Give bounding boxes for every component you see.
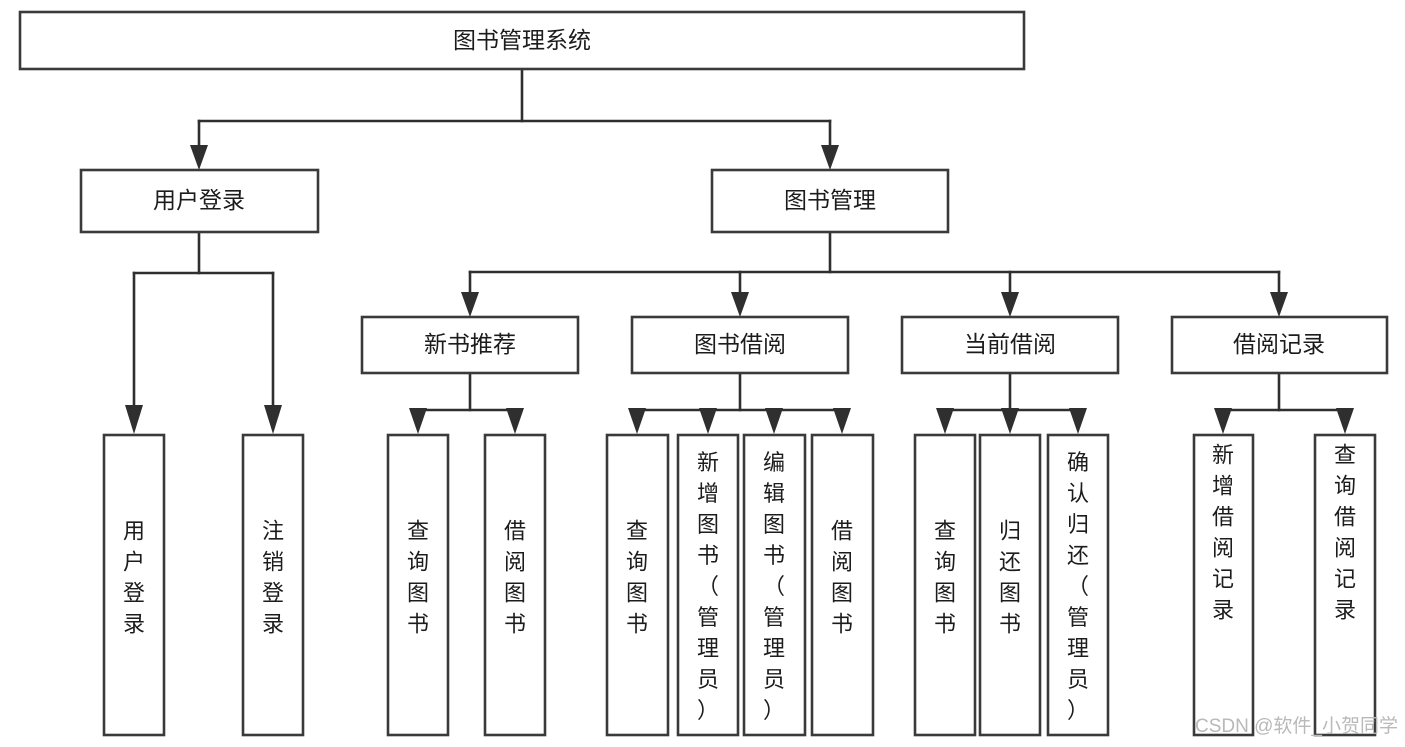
node-leaf-query-record[interactable]: 查询借阅记录 (1313, 433, 1377, 737)
node-book-management-box[interactable] (710, 168, 950, 234)
node-leaf-query-book-borrow[interactable]: 查询图书 (605, 433, 670, 737)
node-leaf-confirm-return-box[interactable] (1046, 433, 1110, 737)
node-user-login-box[interactable] (79, 168, 320, 234)
arrow-head-leaf-borrow-book-rec (506, 408, 524, 434)
node-new-book-recommend-label: 新书推荐 (424, 331, 516, 357)
node-leaf-query-book-current[interactable]: 查询图书 (913, 433, 977, 737)
node-leaf-edit-book[interactable]: 编辑图书（管理员） (742, 433, 807, 737)
arrow-head-book-management (821, 145, 839, 170)
node-leaf-edit-book-box[interactable] (742, 433, 807, 737)
node-leaf-add-record-box[interactable] (1192, 433, 1255, 737)
node-leaf-query-book-current-box[interactable] (913, 433, 977, 737)
node-leaf-query-book-rec-label: 查询图书 (407, 519, 429, 637)
arrow-head-leaf-query-record (1336, 408, 1354, 434)
node-new-book-recommend-box[interactable] (360, 315, 580, 375)
node-leaf-borrow-book-label: 借阅图书 (831, 519, 853, 637)
node-leaf-borrow-book[interactable]: 借阅图书 (810, 433, 875, 737)
arrow-head-leaf-logout (264, 405, 282, 434)
node-leaf-user-login[interactable]: 用户登录 (102, 433, 166, 737)
node-current-borrow[interactable]: 当前借阅 (900, 315, 1120, 375)
node-leaf-user-login-label: 用户登录 (123, 519, 145, 637)
node-leaf-query-book-rec[interactable]: 查询图书 (386, 433, 450, 737)
node-user-login-label: 用户登录 (153, 187, 245, 213)
arrow-head-leaf-query-book-borrow (628, 408, 646, 434)
arrow-head-leaf-add-book (699, 408, 717, 434)
node-leaf-query-book-borrow-box[interactable] (605, 433, 670, 737)
node-borrow-records-box[interactable] (1170, 315, 1389, 375)
arrow-head-leaf-return-book (1001, 408, 1019, 434)
node-leaf-logout-label: 注销登录 (262, 519, 284, 637)
connector-layer (125, 67, 1354, 434)
arrow-head-borrow-records (1270, 292, 1288, 317)
node-leaf-logout[interactable]: 注销登录 (241, 433, 305, 737)
node-leaf-edit-book-label: 编辑图书（管理员） (763, 450, 785, 723)
node-leaf-add-record[interactable]: 新增借阅记录 (1192, 433, 1255, 737)
node-user-login[interactable]: 用户登录 (79, 168, 320, 234)
node-leaf-query-book-current-label: 查询图书 (934, 519, 956, 637)
arrow-head-user-login (190, 145, 208, 170)
node-book-management-label: 图书管理 (784, 187, 876, 213)
arrow-head-leaf-edit-book (765, 408, 783, 434)
node-leaf-add-book[interactable]: 新增图书（管理员） (676, 433, 740, 737)
arrow-head-leaf-borrow-book (833, 408, 851, 434)
node-leaf-borrow-book-box[interactable] (810, 433, 875, 737)
node-new-book-recommend[interactable]: 新书推荐 (360, 315, 580, 375)
node-leaf-query-record-label: 查询借阅记录 (1334, 443, 1356, 623)
arrow-head-leaf-confirm-return (1069, 408, 1087, 434)
node-leaf-return-book-label: 归还图书 (999, 519, 1021, 637)
node-book-management[interactable]: 图书管理 (710, 168, 950, 234)
node-leaf-confirm-return[interactable]: 确认归还（管理员） (1046, 433, 1110, 737)
node-root[interactable]: 图书管理系统 (18, 10, 1026, 71)
node-leaf-confirm-return-label: 确认归还（管理员） (1067, 450, 1089, 723)
node-leaf-query-book-rec-box[interactable] (386, 433, 450, 737)
arrow-head-leaf-query-book-rec (409, 408, 427, 434)
csdn-watermark: CSDN @软件_小贺同学 (1195, 715, 1398, 737)
node-book-borrow-box[interactable] (630, 315, 850, 375)
node-current-borrow-box[interactable] (900, 315, 1120, 375)
arrow-head-current-borrow (1001, 292, 1019, 317)
node-leaf-add-book-box[interactable] (676, 433, 740, 737)
arrow-head-leaf-query-book-current (936, 408, 954, 434)
node-leaf-logout-box[interactable] (241, 433, 305, 737)
node-leaf-borrow-book-rec-box[interactable] (483, 433, 547, 737)
node-leaf-borrow-book-rec[interactable]: 借阅图书 (483, 433, 547, 737)
node-leaf-query-book-borrow-label: 查询图书 (626, 519, 648, 637)
arrow-head-book-borrow (731, 292, 749, 317)
node-leaf-query-record-box[interactable] (1313, 433, 1377, 737)
arrow-head-new-book-recommend (461, 292, 479, 317)
node-layer: 图书管理系统 用户登录 图书管理 新书推荐 图书借阅 当前借阅 借阅记录 (18, 10, 1389, 737)
node-leaf-borrow-book-rec-label: 借阅图书 (504, 519, 526, 637)
node-leaf-return-book-box[interactable] (978, 433, 1042, 737)
node-leaf-add-record-label: 新增借阅记录 (1212, 443, 1234, 623)
node-root-label: 图书管理系统 (453, 27, 591, 53)
arrow-head-leaf-add-record (1214, 408, 1232, 434)
node-book-borrow-label: 图书借阅 (694, 331, 786, 357)
node-leaf-return-book[interactable]: 归还图书 (978, 433, 1042, 737)
node-current-borrow-label: 当前借阅 (964, 331, 1056, 357)
node-leaf-user-login-box[interactable] (102, 433, 166, 737)
arrow-head-leaf-user-login (125, 405, 143, 434)
node-leaf-add-book-label: 新增图书（管理员） (697, 450, 719, 723)
node-borrow-records[interactable]: 借阅记录 (1170, 315, 1389, 375)
node-borrow-records-label: 借阅记录 (1233, 331, 1325, 357)
node-book-borrow[interactable]: 图书借阅 (630, 315, 850, 375)
node-root-box[interactable] (18, 10, 1026, 71)
